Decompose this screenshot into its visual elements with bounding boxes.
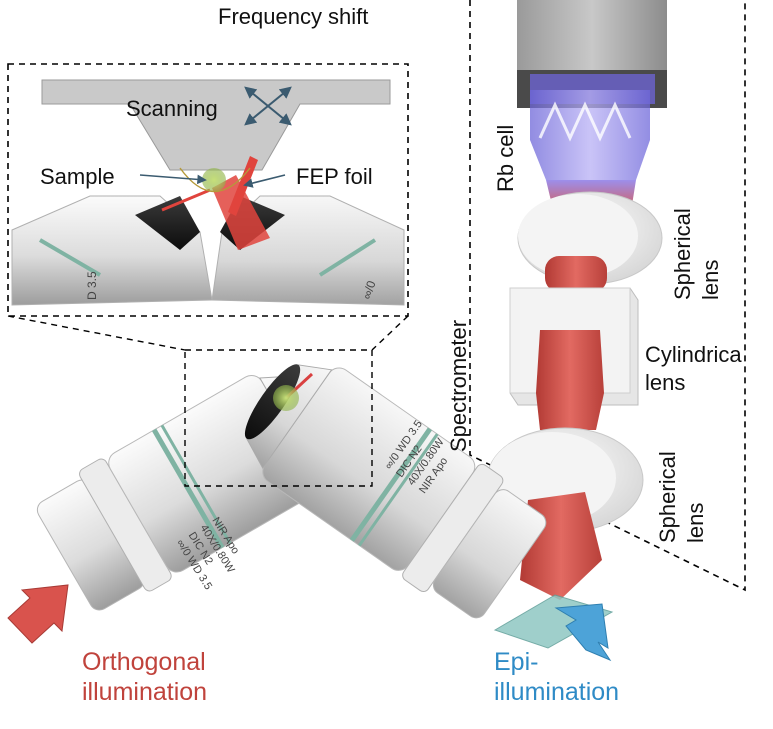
svg-text:lens: lens [698,260,723,300]
spherical-lens-top-label: Spherical lens [670,208,723,300]
orthogonal-illumination-label: Orthogonal illumination [82,648,207,706]
frequency-shift-label: Frequency shift [218,4,368,29]
epi-illumination-label: Epi- illumination [494,648,619,706]
focal-spot [273,372,314,411]
svg-text:Epi-: Epi- [494,648,538,676]
svg-text:illumination: illumination [494,678,619,706]
svg-text:Cylindrica: Cylindrica [645,342,742,367]
red-beam-sheet [536,330,604,430]
inset-objective-left [11,195,213,306]
svg-text:lens: lens [683,503,708,543]
spectrometer-label: Spectrometer [446,320,471,452]
spherical-lens-bottom-label: Spherical lens [655,451,708,543]
inset-engraving-left: D 3.5 [85,271,99,300]
svg-text:Spherical: Spherical [655,451,680,543]
scanning-label: Scanning [126,96,218,121]
svg-text:lens: lens [645,370,685,395]
svg-text:illumination: illumination [82,678,207,706]
callout-lines [139,174,286,188]
scanning-arrows [244,86,292,126]
purple-beam [530,90,650,205]
red-beam-upper [545,256,607,292]
rb-cell-label: Rb cell [493,125,518,192]
inset-scanning-stage [41,79,391,171]
epi-illumination-arrow [554,603,612,662]
cylindrical-lens-label: Cylindrica lens [645,342,742,395]
sample-label: Sample [40,164,115,189]
inset-beams [161,156,270,250]
inset-engraving-right: ∞/0 [360,279,379,301]
svg-text:Spherical: Spherical [670,208,695,300]
svg-text:Orthogonal: Orthogonal [82,648,206,676]
objective-right [244,364,547,619]
orthogonal-illumination-arrow [7,584,69,644]
fep-foil-label: FEP foil [296,164,373,189]
